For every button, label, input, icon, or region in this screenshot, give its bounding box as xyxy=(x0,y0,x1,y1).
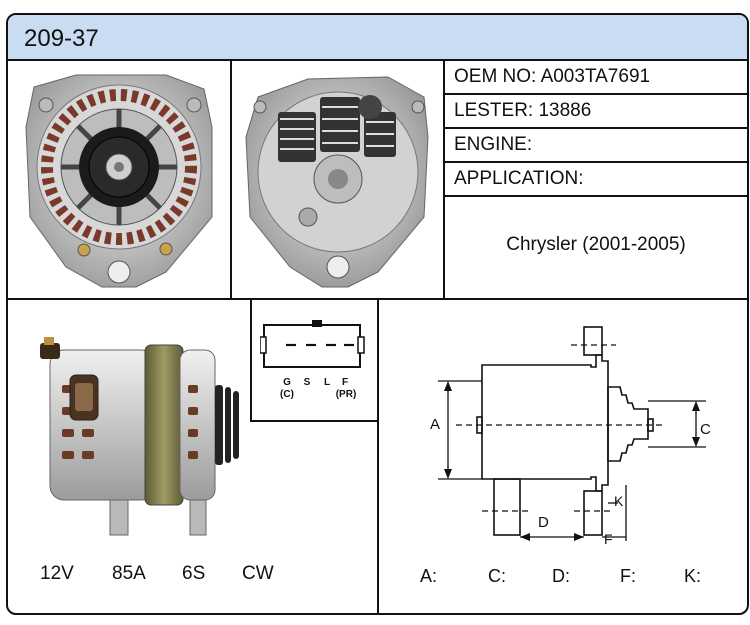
oem-number: OEM NO: A003TA7691 xyxy=(454,66,651,87)
title-bar: 209-37 xyxy=(8,15,747,61)
connector-pin-f-sub: (PR) xyxy=(335,389,357,400)
spec-sheet: 209-37 OEM NO: A003TA7691 LESTER: 13886 … xyxy=(6,13,749,615)
dim-label-d: D xyxy=(538,514,549,531)
dimension-drawing xyxy=(438,326,706,541)
spec-rotation: CW xyxy=(242,563,274,584)
dim-field-a: A: xyxy=(420,566,438,586)
lester-number: LESTER: 13886 xyxy=(454,100,592,121)
connector-pin-s: S xyxy=(303,377,311,388)
dim-label-c: C xyxy=(700,421,711,438)
spec-pulley-grooves: 6S xyxy=(182,563,206,584)
alternator-side-image xyxy=(40,337,239,536)
connector-pin-g: G xyxy=(283,377,291,388)
dim-field-c: C: xyxy=(488,566,506,586)
connector-pin-g-sub: (C) xyxy=(280,389,294,400)
alternator-front-image xyxy=(25,74,213,288)
divider xyxy=(377,298,379,613)
application-value: Chrysler (2001-2005) xyxy=(506,234,686,255)
divider xyxy=(230,59,232,298)
divider xyxy=(443,161,747,163)
connector-pin-f: F xyxy=(341,377,349,388)
divider xyxy=(443,127,747,129)
divider xyxy=(443,93,747,95)
engine-label: ENGINE: xyxy=(454,134,533,155)
application-label: APPLICATION: xyxy=(454,168,584,189)
dim-label-a: A xyxy=(430,416,441,433)
dim-label-f: F xyxy=(604,531,613,547)
dim-field-k: K: xyxy=(684,566,702,586)
divider xyxy=(250,420,379,422)
spec-amperage: 85A xyxy=(112,563,146,584)
connector-plug-diagram xyxy=(260,320,365,368)
connector-pin-l: L xyxy=(323,377,331,388)
dim-field-f: F: xyxy=(620,566,636,586)
part-number: 209-37 xyxy=(24,25,99,52)
divider xyxy=(443,195,747,197)
dim-label-k: K xyxy=(614,493,624,509)
dim-field-d: D: xyxy=(552,566,570,586)
alternator-rear-image xyxy=(245,76,429,288)
divider xyxy=(443,59,445,298)
divider xyxy=(250,298,252,420)
spec-voltage: 12V xyxy=(40,563,74,584)
